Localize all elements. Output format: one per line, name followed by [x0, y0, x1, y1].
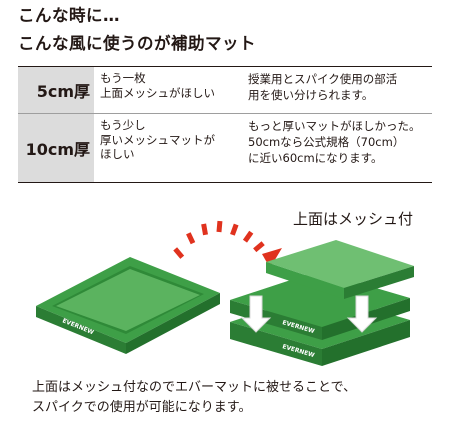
- need-text: もう一枚: [100, 71, 146, 85]
- arrow-dash: [173, 247, 185, 259]
- mesh-mat-front: [266, 262, 344, 299]
- arrow-head: [262, 248, 282, 268]
- description-text: に近い60cmになります。: [248, 151, 383, 165]
- description-cell: もっと厚いマットがほしかった。 50cmなら公式規格（70cm） に近い60cm…: [240, 114, 432, 182]
- description-cell: 授業用とスパイク使用の部活 用を使い分けられます。: [240, 67, 432, 113]
- heading-line-1: こんな時に…: [18, 6, 120, 25]
- heading-line-2: こんな風に使うのが補助マット: [18, 34, 256, 53]
- description-text: 用を使い分けられます。: [248, 88, 374, 102]
- mesh-label: 上面はメッシュ付: [293, 210, 414, 228]
- description-text: 50cmなら公式規格（70cm）: [248, 135, 405, 149]
- need-text: ほしい: [100, 147, 135, 161]
- mesh-mat-right: [344, 266, 414, 299]
- arrow-dash: [201, 223, 208, 236]
- arrow-dash: [230, 223, 239, 236]
- table-row-10cm: 10cm厚 もう少し 厚いメッシュマットが ほしい もっと厚いマットがほしかった…: [18, 113, 432, 182]
- table-row-5cm: 5cm厚 もう一枚 上面メッシュがほしい 授業用とスパイク使用の部活 用を使い分…: [18, 67, 432, 113]
- arrow-dash: [253, 241, 265, 253]
- arrow-dash: [242, 230, 254, 243]
- down-arrow-icon: [346, 295, 378, 333]
- size-cell: 5cm厚: [18, 67, 94, 113]
- caption: 上面はメッシュ付なのでエバーマットに被せることで、 スパイクでの使用が可能になり…: [32, 378, 356, 418]
- need-text: 上面メッシュがほしい: [100, 85, 215, 100]
- mat-tray-right-side: [126, 293, 220, 354]
- caption-line-1: 上面はメッシュ付なのでエバーマットに被せることで、: [32, 380, 357, 395]
- mat-tray-inner-rim: [56, 269, 200, 331]
- mesh-mat-top: [266, 240, 414, 288]
- need-text: 厚いメッシュマットが: [100, 132, 215, 147]
- need-cell: もう一枚 上面メッシュがほしい: [94, 67, 240, 113]
- bottom-mat-front: [230, 322, 322, 366]
- bottom-mat-right: [322, 320, 410, 366]
- need-cell: もう少し 厚いメッシュマットが ほしい: [94, 114, 240, 182]
- description-text: 授業用とスパイク使用の部活: [248, 72, 398, 86]
- mat-tray-front-side: [36, 306, 126, 354]
- arrow-dash: [186, 232, 196, 245]
- transfer-arrow: [173, 220, 282, 268]
- auxiliary-mat: EVERNEW: [36, 257, 220, 354]
- caption-line-2: スパイクでの使用が可能になります。: [32, 400, 252, 415]
- spec-table: 5cm厚 もう一枚 上面メッシュがほしい 授業用とスパイク使用の部活 用を使い分…: [18, 66, 432, 183]
- size-cell: 10cm厚: [18, 114, 94, 182]
- need-text: もう少し: [100, 118, 146, 132]
- mat-illustration: EVERNEW EVERNEW EVERNEW: [36, 220, 414, 366]
- down-arrow-icon: [240, 295, 272, 333]
- arrow-dash: [216, 220, 223, 233]
- stacked-mats: EVERNEW EVERNEW: [230, 240, 414, 366]
- description-text: もっと厚いマットがほしかった。: [248, 119, 421, 133]
